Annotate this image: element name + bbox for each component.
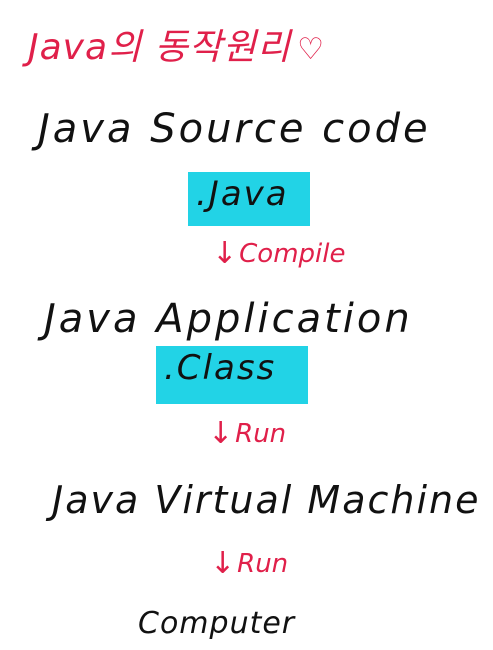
diagram-title: Java의 동작원리♡ <box>28 18 325 70</box>
title-text: Java의 동작원리 <box>28 27 292 68</box>
node-java-source-code: Java Source code <box>38 106 431 152</box>
node-java-extension: .Java <box>188 172 310 226</box>
node-java-virtual-machine: Java Virtual Machine <box>52 478 481 522</box>
node-java-application: Java Application <box>44 296 413 342</box>
arrow-run-1-label: Run <box>235 418 287 449</box>
down-arrow-icon: ↓ <box>208 416 234 451</box>
arrow-compile-label: Compile <box>239 238 346 269</box>
arrow-run-2-label: Run <box>237 548 289 579</box>
down-arrow-icon: ↓ <box>210 546 236 581</box>
arrow-compile: ↓ Compile <box>212 236 345 271</box>
arrow-run-2: ↓ Run <box>210 546 288 581</box>
node-class-extension: .Class <box>156 346 308 404</box>
down-arrow-icon: ↓ <box>212 236 238 271</box>
node-computer: Computer <box>138 606 296 641</box>
arrow-run-1: ↓ Run <box>208 416 286 451</box>
heart-icon: ♡ <box>297 32 325 67</box>
